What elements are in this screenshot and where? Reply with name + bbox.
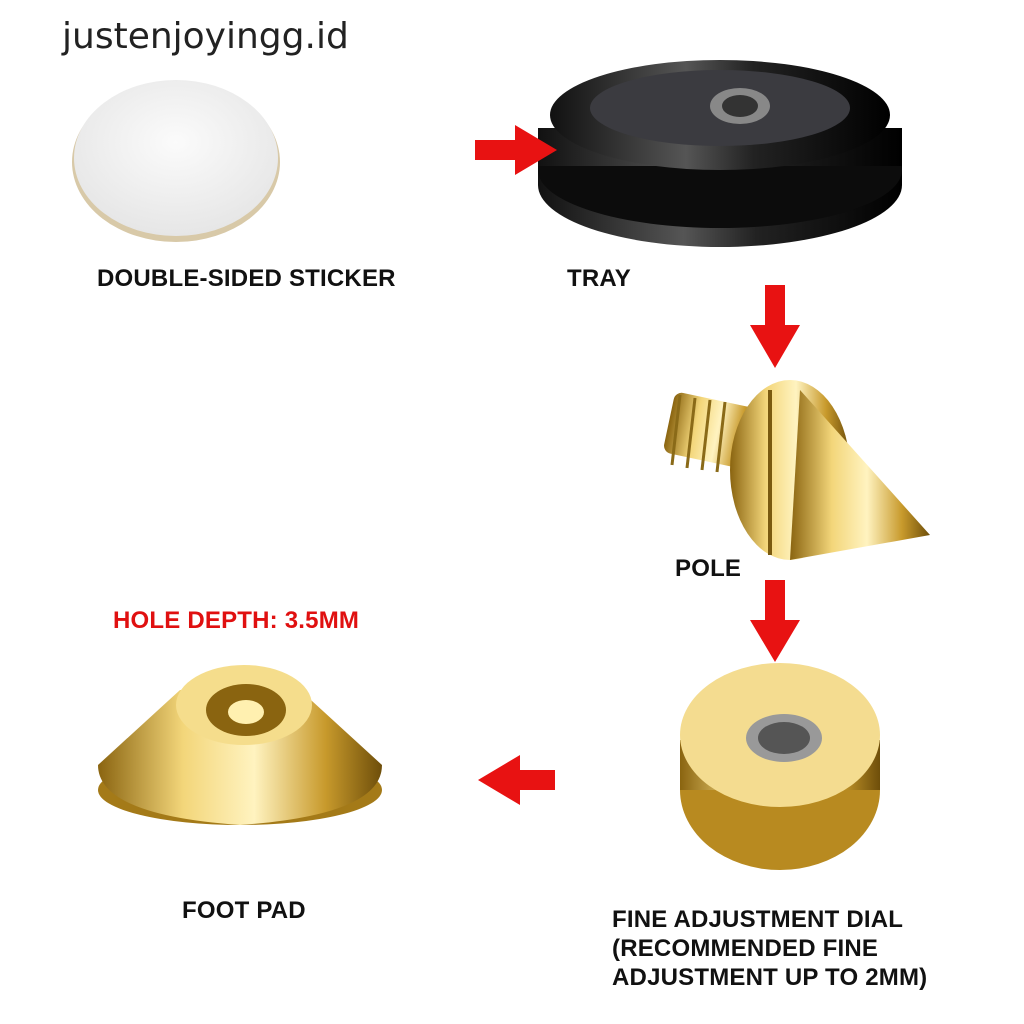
arrow-left-icon xyxy=(478,755,555,805)
sticker-image xyxy=(72,80,280,242)
pole-label: POLE xyxy=(675,555,742,582)
arrow-down-icon xyxy=(750,580,800,662)
pole-image xyxy=(664,380,930,560)
watermark: justenjoyingg.id xyxy=(62,16,349,57)
foot-pad-label: FOOT PAD xyxy=(182,897,306,924)
arrow-right-icon xyxy=(475,125,557,175)
dial-label-line: ADJUSTMENT UP TO 2MM) xyxy=(612,964,928,991)
sticker-label: DOUBLE-SIDED STICKER xyxy=(97,265,396,292)
tray-image xyxy=(538,60,902,247)
hole-depth-label: HOLE DEPTH: 3.5MM xyxy=(113,607,360,634)
tray-label: TRAY xyxy=(567,265,631,292)
foot-pad-image xyxy=(98,665,382,825)
arrow-down-icon xyxy=(750,285,800,368)
dial-image xyxy=(680,663,880,870)
dial-label-line: (RECOMMENDED FINE xyxy=(612,935,879,962)
arrows xyxy=(475,125,800,805)
dial-label: FINE ADJUSTMENT DIAL (RECOMMENDED FINE A… xyxy=(612,905,927,992)
dial-label-line: FINE ADJUSTMENT DIAL xyxy=(612,906,904,933)
